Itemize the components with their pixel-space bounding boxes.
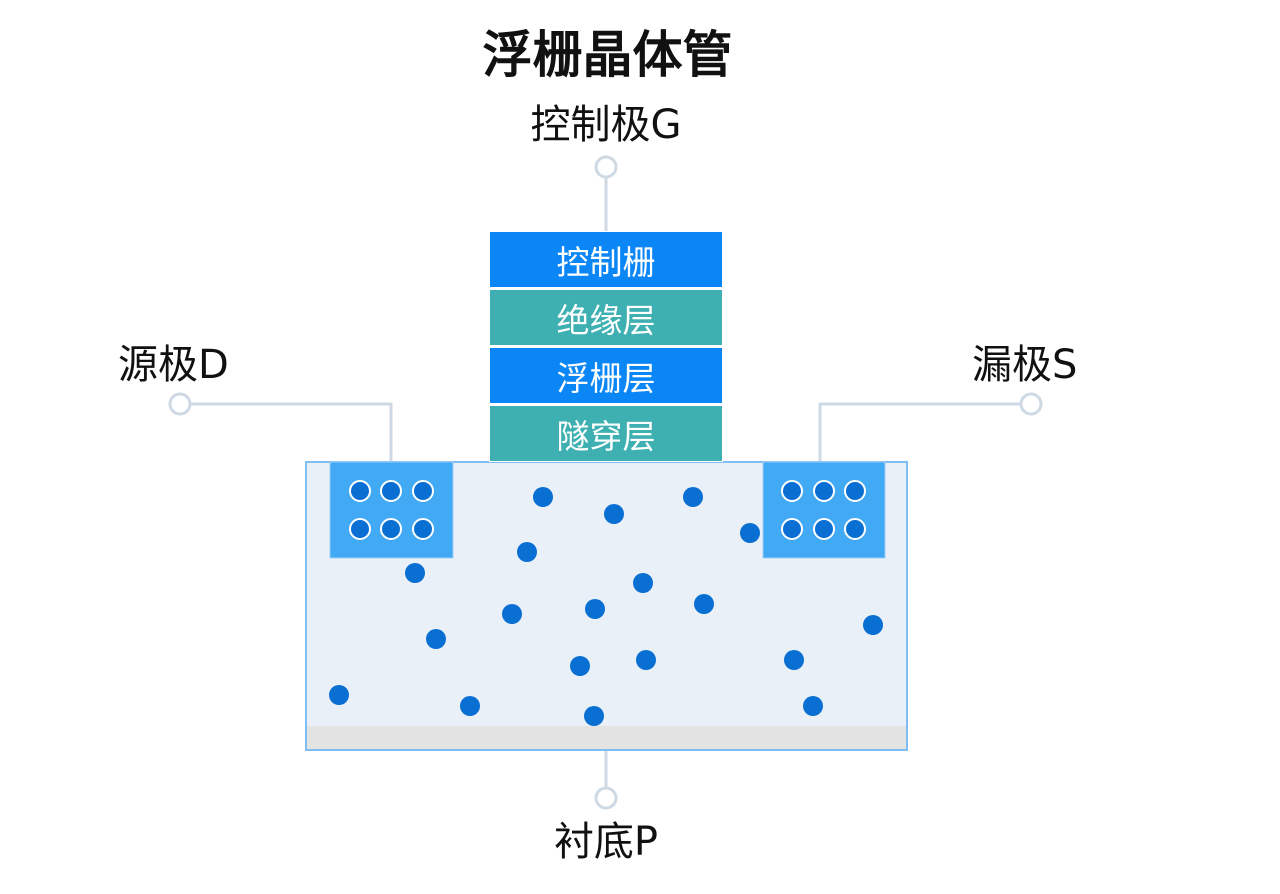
substrate-base (307, 726, 906, 749)
drain-terminal-icon (1019, 392, 1043, 416)
floating-gate-layer: 浮栅层 (489, 347, 723, 404)
electron-icon (844, 518, 866, 540)
drain-label: 漏极S (972, 342, 1078, 388)
electron-icon (412, 480, 434, 502)
electron-icon (781, 518, 803, 540)
electron-icon (844, 480, 866, 502)
drain-doped-region (762, 461, 886, 559)
electron-icon (460, 696, 480, 716)
electron-icon (380, 518, 402, 540)
source-terminal-icon (168, 392, 192, 416)
electron-icon (604, 504, 624, 524)
electron-icon (570, 656, 590, 676)
electron-icon (636, 650, 656, 670)
substrate-label: 衬底P (553, 819, 659, 865)
diagram-title: 浮栅晶体管 (482, 26, 733, 84)
electron-icon (740, 523, 760, 543)
source-label: 源极D (118, 342, 229, 388)
electron-icon (813, 518, 835, 540)
drain-connector-line (818, 402, 1021, 463)
substrate-terminal-icon (594, 786, 618, 810)
insulator-layer: 绝缘层 (489, 289, 723, 346)
source-connector-line (190, 402, 393, 463)
electron-icon (863, 615, 883, 635)
electron-icon (584, 706, 604, 726)
electron-icon (412, 518, 434, 540)
electron-icon (380, 480, 402, 502)
electron-icon (502, 604, 522, 624)
electron-icon (405, 563, 425, 583)
electron-icon (633, 573, 653, 593)
control-gate-layer: 控制栅 (489, 231, 723, 288)
electron-icon (349, 480, 371, 502)
electron-icon (813, 480, 835, 502)
electron-icon (683, 487, 703, 507)
electron-icon (585, 599, 605, 619)
gate-terminal-icon (594, 155, 618, 179)
electron-icon (694, 594, 714, 614)
source-doped-region (329, 461, 454, 559)
tunnel-layer: 隧穿层 (489, 405, 723, 462)
electron-icon (803, 696, 823, 716)
electron-icon (781, 480, 803, 502)
electron-icon (349, 518, 371, 540)
electron-icon (329, 685, 349, 705)
electron-icon (517, 542, 537, 562)
electron-icon (784, 650, 804, 670)
electron-icon (426, 629, 446, 649)
electron-icon (533, 487, 553, 507)
electrons (329, 480, 883, 726)
control-gate-label: 控制极G (530, 102, 682, 148)
